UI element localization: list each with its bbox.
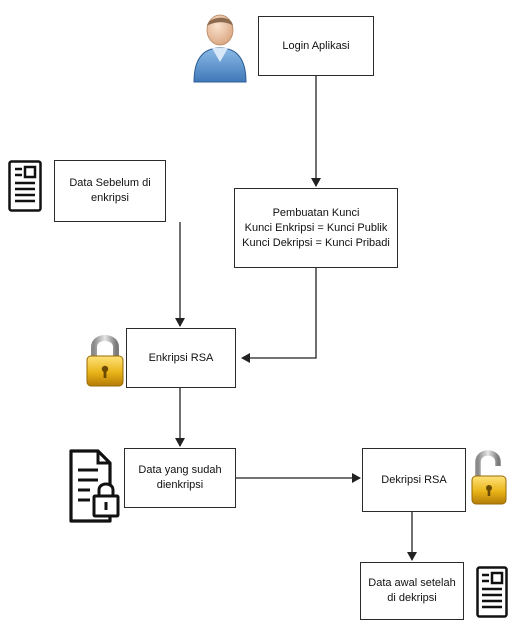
pembuatan-kunci-node: Pembuatan Kunci Kunci Enkripsi = Kunci P… bbox=[234, 188, 398, 268]
user-icon bbox=[190, 8, 250, 89]
arrow-kunci-to-enkripsi bbox=[241, 268, 317, 363]
data-sebelum-node: Data Sebelum di enkripsi bbox=[54, 160, 166, 222]
lock-open-icon bbox=[470, 448, 510, 511]
data-sebelum-line1: Data Sebelum di bbox=[69, 177, 151, 189]
data-awal-line2: di dekripsi bbox=[387, 592, 437, 604]
lock-closed-icon bbox=[84, 332, 126, 393]
pembuatan-kunci-title: Pembuatan Kunci bbox=[272, 206, 360, 219]
data-terenkripsi-line2: dienkripsi bbox=[156, 479, 204, 491]
document-lock-icon bbox=[68, 448, 122, 529]
data-terenkripsi-line1: Data yang sudah bbox=[138, 464, 222, 476]
dekripsi-rsa-node: Dekripsi RSA bbox=[362, 448, 466, 512]
login-node: Login Aplikasi bbox=[258, 16, 374, 76]
document-icon bbox=[476, 566, 508, 623]
enkripsi-rsa-node: Enkripsi RSA bbox=[126, 328, 236, 388]
kunci-enkripsi-rule: Kunci Enkripsi = Kunci Publik bbox=[244, 221, 388, 234]
data-sebelum-line2: enkripsi bbox=[91, 192, 129, 204]
data-terenkripsi-node: Data yang sudah dienkripsi bbox=[124, 448, 236, 508]
dekripsi-rsa-label: Dekripsi RSA bbox=[381, 473, 447, 486]
login-label: Login Aplikasi bbox=[282, 39, 350, 52]
data-awal-line1: Data awal setelah bbox=[368, 577, 456, 589]
kunci-dekripsi-rule: Kunci Dekripsi = Kunci Pribadi bbox=[242, 236, 390, 249]
data-awal-node: Data awal setelah di dekripsi bbox=[360, 562, 464, 620]
enkripsi-rsa-label: Enkripsi RSA bbox=[148, 351, 214, 364]
document-icon bbox=[8, 160, 42, 217]
